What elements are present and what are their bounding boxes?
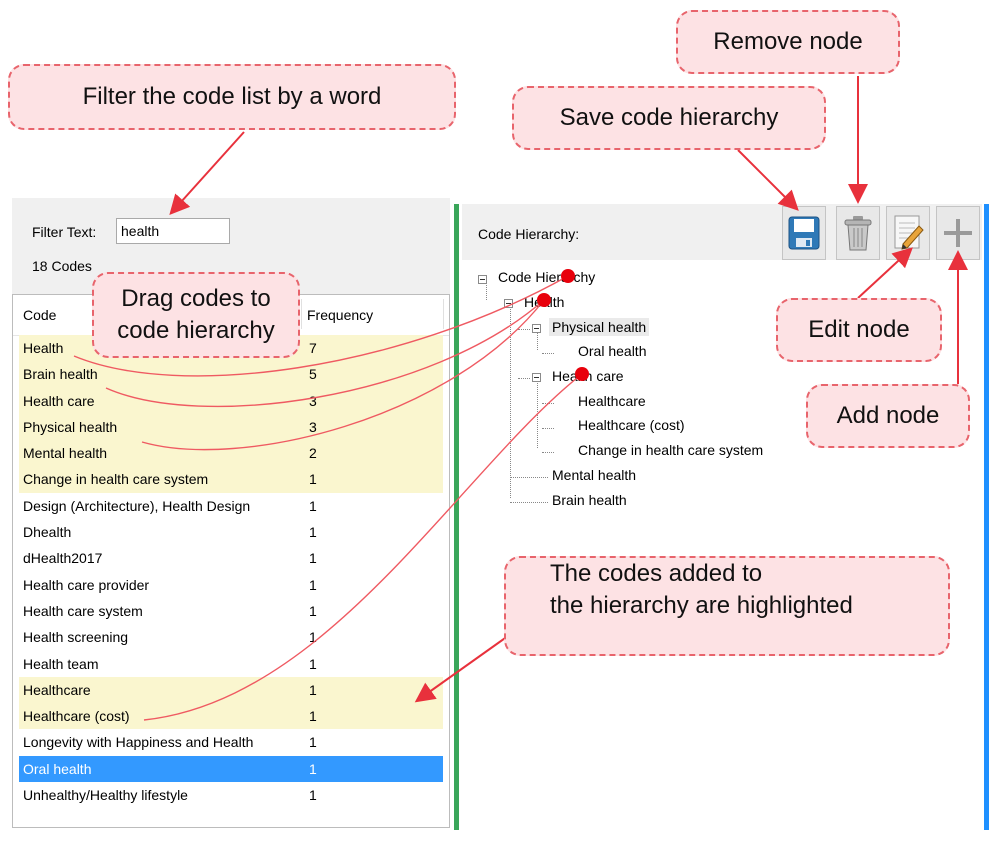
code-cell: Health team (23, 655, 99, 672)
filter-text-input[interactable] (116, 218, 230, 244)
frequency-cell: 3 (309, 418, 317, 435)
code-row[interactable]: Change in health care system 1 (19, 466, 443, 493)
code-row[interactable]: Health care 3 (19, 387, 443, 414)
code-row[interactable]: Mental health 2 (19, 440, 443, 467)
code-row[interactable]: Health screening 1 (19, 624, 443, 650)
tree-node-healthcare[interactable]: Healthcare (578, 393, 646, 409)
code-cell: Dhealth (23, 524, 72, 541)
tree-node-physical-health[interactable]: Physical health (549, 318, 650, 336)
pencil-notepad-icon (894, 215, 924, 250)
code-cell: Brain health (23, 366, 98, 383)
code-cell: Unhealthy/Healthy lifestyle (23, 787, 188, 804)
frequency-cell: 1 (309, 524, 317, 541)
tree-node-root[interactable]: Code Hierarchy (498, 269, 596, 285)
tree-node-mental-health[interactable]: Mental health (552, 467, 637, 483)
trash-can-icon (844, 216, 872, 251)
code-row[interactable]: Brain health 5 (19, 361, 443, 388)
code-cell: Health care system (23, 602, 143, 619)
frequency-cell: 3 (309, 392, 317, 409)
frequency-cell: 1 (309, 629, 317, 646)
callout-drag-codes: Drag codes to code hierarchy (92, 272, 300, 358)
floppy-disk-icon (788, 216, 820, 250)
callout-highlighted-codes: The codes added to the hierarchy are hig… (504, 556, 950, 656)
collapse-health-toggle[interactable] (504, 299, 513, 308)
tree-node-health[interactable]: Health (524, 294, 565, 310)
frequency-cell: 1 (309, 655, 317, 672)
collapse-health-care-toggle[interactable] (532, 373, 541, 382)
code-cell: Health screening (23, 629, 129, 646)
frequency-cell: 1 (309, 576, 317, 593)
column-header-code[interactable]: Code (23, 307, 57, 323)
callout-save-hierarchy: Save code hierarchy (512, 86, 826, 150)
frequency-cell: 2 (309, 445, 317, 462)
code-row[interactable]: Health team 1 (19, 651, 443, 677)
code-row[interactable]: Dhealth 1 (19, 519, 443, 545)
panel-splitter[interactable] (454, 204, 459, 830)
code-row[interactable]: Healthcare 1 (19, 676, 443, 704)
code-cell: Physical health (23, 418, 118, 435)
code-cell: Health care (23, 392, 95, 409)
code-row[interactable]: Health care provider 1 (19, 572, 443, 598)
frequency-cell: 1 (309, 602, 317, 619)
codes-count: 18 Codes (32, 258, 92, 274)
tree-node-healthcare-cost[interactable]: Healthcare (cost) (578, 417, 685, 433)
code-row[interactable]: Design (Architecture), Health Design 1 (19, 493, 443, 519)
add-node-button[interactable] (936, 206, 980, 260)
hierarchy-toolbar: Code Hierarchy: (462, 204, 982, 260)
code-row[interactable]: dHealth2017 1 (19, 545, 443, 571)
collapse-physical-health-toggle[interactable] (532, 324, 541, 333)
frequency-cell: 7 (309, 340, 317, 356)
code-cell: Change in health care system (23, 471, 209, 488)
code-cell: Longevity with Happiness and Health (23, 734, 254, 751)
edit-node-button[interactable] (886, 206, 930, 260)
save-hierarchy-button[interactable] (782, 206, 826, 260)
column-header-frequency[interactable]: Frequency (307, 307, 374, 323)
code-cell: Health (23, 340, 64, 356)
code-row[interactable]: Longevity with Happiness and Health 1 (19, 729, 443, 755)
filter-label: Filter Text: (32, 224, 97, 240)
frequency-cell: 1 (309, 497, 317, 514)
tree-node-health-care[interactable]: Health care (552, 368, 624, 384)
right-edge-bar (984, 204, 989, 830)
collapse-root-toggle[interactable] (478, 275, 487, 284)
remove-node-button[interactable] (836, 206, 880, 260)
code-row[interactable]: Healthcare (cost) 1 (19, 703, 443, 730)
hierarchy-label: Code Hierarchy: (478, 226, 580, 242)
plus-icon (944, 219, 972, 247)
code-cell: Healthcare (cost) (23, 708, 130, 725)
callout-remove-node: Remove node (676, 10, 900, 74)
frequency-cell: 1 (309, 760, 317, 777)
code-row[interactable]: Physical health 3 (19, 413, 443, 441)
code-cell: Mental health (23, 445, 108, 462)
frequency-cell: 1 (309, 471, 317, 488)
callout-filter: Filter the code list by a word (8, 64, 456, 130)
code-row[interactable]: Oral health 1 (19, 755, 443, 783)
frequency-cell: 1 (309, 787, 317, 804)
code-cell: Design (Architecture), Health Design (23, 497, 251, 514)
frequency-cell: 1 (309, 681, 317, 698)
frequency-cell: 5 (309, 366, 317, 383)
callout-add-node: Add node (806, 384, 970, 448)
tree-node-oral-health[interactable]: Oral health (578, 343, 647, 359)
callout-edit-node: Edit node (776, 298, 942, 362)
frequency-cell: 1 (309, 708, 317, 725)
code-cell: Health care provider (23, 576, 150, 593)
frequency-cell: 1 (309, 550, 317, 567)
tree-node-brain-health[interactable]: Brain health (552, 492, 627, 508)
code-cell: Healthcare (23, 681, 91, 698)
frequency-cell: 1 (309, 734, 317, 751)
code-cell: Oral health (23, 760, 92, 777)
code-row[interactable]: Health care system 1 (19, 598, 443, 624)
code-row[interactable]: Unhealthy/Healthy lifestyle 1 (19, 782, 443, 808)
tree-node-change-in-health-care-system[interactable]: Change in health care system (578, 442, 764, 458)
code-cell: dHealth2017 (23, 550, 103, 567)
